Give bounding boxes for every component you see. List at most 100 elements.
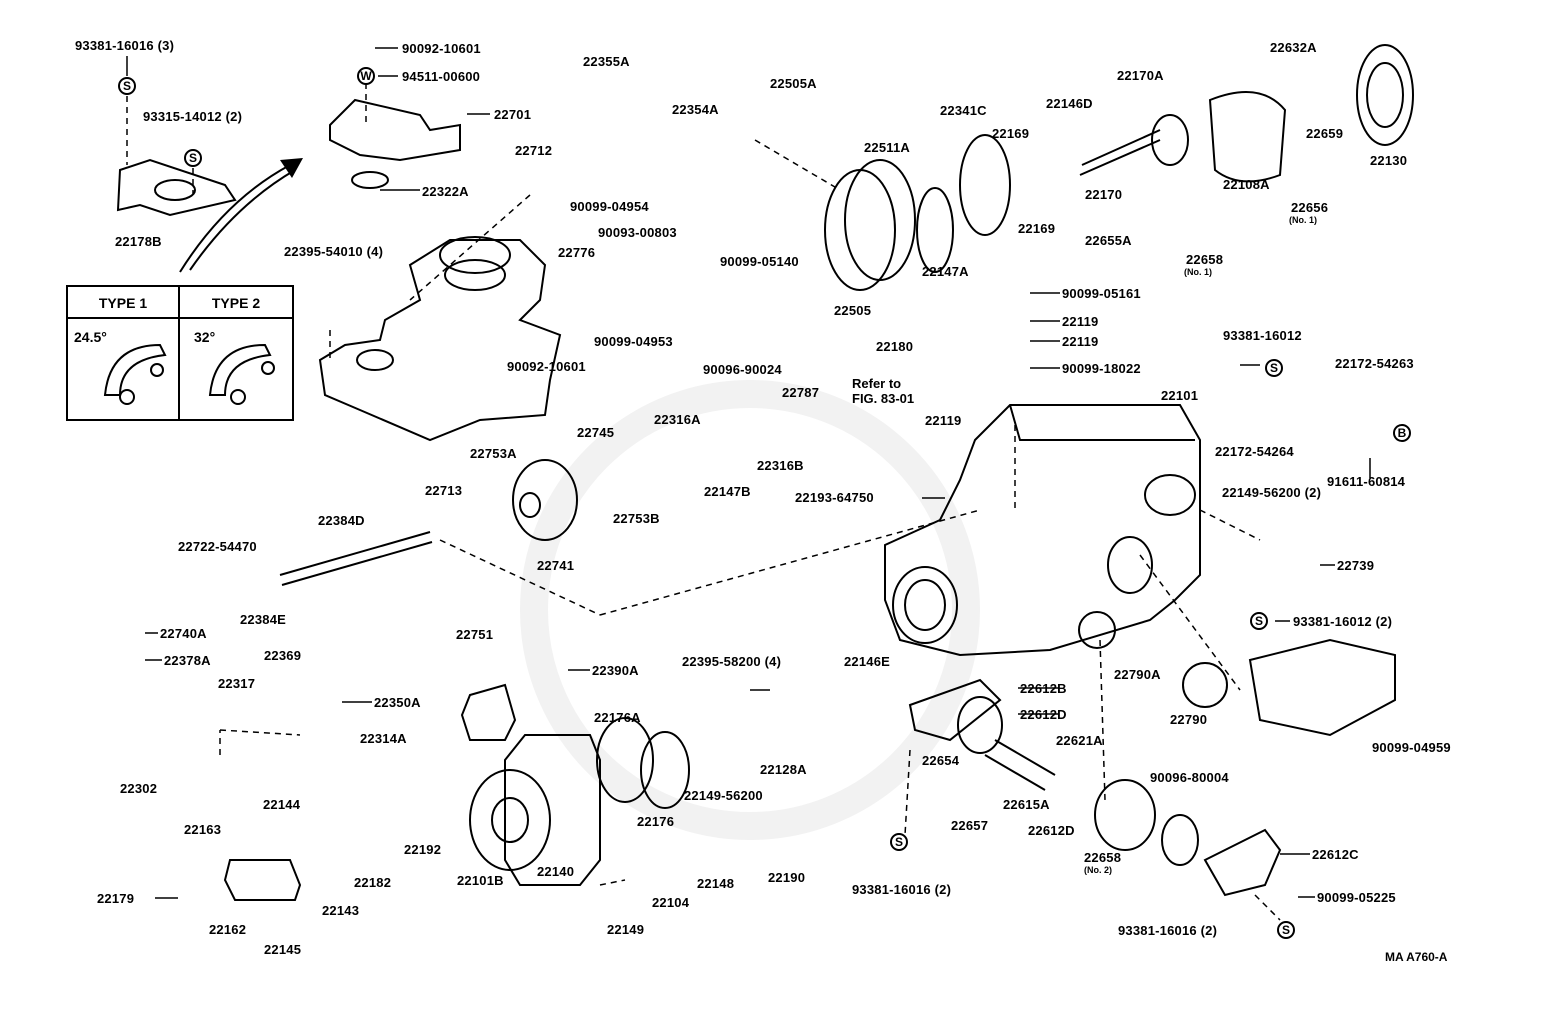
part-label: 22395-58200 (4) (682, 654, 782, 669)
part-label: 22317 (218, 676, 256, 691)
part-label: 22172-54263 (1335, 356, 1414, 371)
part-label: 22170 (1085, 187, 1123, 202)
part-label: 22146D (1046, 96, 1093, 111)
part-label: 90099-18022 (1062, 361, 1141, 376)
part-label: 22632A (1270, 40, 1317, 55)
part-label: 22354A (672, 102, 719, 117)
part-label: 22128A (760, 762, 807, 777)
part-label: 22180 (876, 339, 914, 354)
part-label: 90099-05161 (1062, 286, 1141, 301)
part-label: 22119 (1062, 334, 1099, 349)
part-label: 22612D (1028, 823, 1075, 838)
part-label: 22369 (264, 648, 302, 663)
part-label: 22170A (1117, 68, 1164, 83)
part-label: 22119 (925, 413, 962, 428)
type2-angle: 32° (194, 329, 216, 345)
upper-housing (318, 239, 562, 442)
part-label: 22101B (457, 873, 504, 888)
part-label: 22701 (494, 107, 532, 122)
part-label: 22143 (322, 903, 360, 918)
part-label: 22722-54470 (178, 539, 257, 554)
part-label: 22753B (613, 511, 660, 526)
part-label: 22657 (951, 818, 989, 833)
part-label: 90099-05140 (720, 254, 799, 269)
type-comparison-box: TYPE 1 TYPE 2 24.5° 32° (66, 285, 294, 421)
s-symbol-icon: S (1265, 359, 1283, 377)
part-label: 22654 (922, 753, 960, 768)
part-label: 22316B (757, 458, 804, 473)
type1-header: TYPE 1 (68, 287, 180, 319)
w-symbol-icon: W (357, 67, 375, 85)
part-label: 22104 (652, 895, 690, 910)
part-label: 22790 (1170, 712, 1208, 727)
part-label: 22147A (922, 264, 969, 279)
part-label: 22741 (537, 558, 575, 573)
part-label: 22314A (360, 731, 407, 746)
part-label: 22149 (607, 922, 645, 937)
part-label: 22612C (1312, 847, 1359, 862)
part-label: 90099-04959 (1372, 740, 1451, 755)
part-label: 22659 (1306, 126, 1344, 141)
part-label: 22615A (1003, 797, 1050, 812)
part-label: 22505A (770, 76, 817, 91)
part-label: 22612B (1020, 681, 1067, 696)
sub-note: (No. 2) (1084, 865, 1112, 875)
part-label: 22378A (164, 653, 211, 668)
pump-housing (884, 404, 1201, 657)
part-label: 22395-54010 (4) (284, 244, 384, 259)
part-label: 22751 (456, 627, 494, 642)
part-label: 22146E (844, 654, 891, 669)
part-label: 22190 (768, 870, 806, 885)
part-label: 22656 (1291, 200, 1329, 215)
part-label: 90099-05225 (1317, 890, 1396, 905)
part-label: 90099-04953 (594, 334, 673, 349)
part-label: 22178B (115, 234, 162, 249)
type2-header: TYPE 2 (180, 287, 292, 319)
part-label: 22169 (992, 126, 1030, 141)
part-label: 22144 (263, 797, 301, 812)
part-label: 90096-80004 (1150, 770, 1229, 785)
part-label: 22149-56200 (684, 788, 763, 803)
part-label: 94511-00600 (402, 69, 481, 84)
part-label: 91611-60814 (1327, 474, 1406, 489)
s-symbol-icon: S (184, 149, 202, 167)
part-label: 22108A (1223, 177, 1270, 192)
part-label: 22753A (470, 446, 517, 461)
part-label: 22193-64750 (795, 490, 874, 505)
reference-note-line1: Refer to (852, 376, 902, 391)
part-label: 90093-00803 (598, 225, 677, 240)
part-label: 22612D (1020, 707, 1067, 722)
part-label: 22169 (1018, 221, 1056, 236)
part-label: 22384D (318, 513, 365, 528)
part-label: 22192 (404, 842, 442, 857)
part-label: 22149-56200 (2) (1222, 485, 1322, 500)
b-symbol-icon: B (1393, 424, 1411, 442)
part-label: 22739 (1337, 558, 1375, 573)
part-label: 93381-16016 (2) (852, 882, 952, 897)
part-label: 22182 (354, 875, 392, 890)
part-label: 93381-16016 (2) (1118, 923, 1218, 938)
part-label: 90092-10601 (402, 41, 481, 56)
figure-code: MA A760-A (1385, 950, 1448, 964)
reference-note-line2: FIG. 83-01 (852, 391, 915, 406)
part-label: 22740A (160, 626, 207, 641)
part-label: 22655A (1085, 233, 1132, 248)
part-label: 90099-04954 (570, 199, 649, 214)
part-label: 90096-90024 (703, 362, 782, 377)
part-label: 22162 (209, 922, 247, 937)
part-label: 22148 (697, 876, 735, 891)
s-symbol-icon: S (118, 77, 136, 95)
part-label: 93381-16012 (1223, 328, 1302, 343)
part-label: 22787 (782, 385, 820, 400)
part-label: 22316A (654, 412, 701, 427)
part-label: 22511A (864, 140, 911, 155)
part-label: 90092-10601 (507, 359, 586, 374)
part-label: 93381-16016 (3) (75, 38, 175, 53)
part-label: 93315-14012 (2) (143, 109, 243, 124)
part-label: 22140 (537, 864, 575, 879)
s-symbol-icon: S (890, 833, 908, 851)
s-symbol-icon: S (1277, 921, 1295, 939)
part-label: 93381-16012 (2) (1293, 614, 1393, 629)
